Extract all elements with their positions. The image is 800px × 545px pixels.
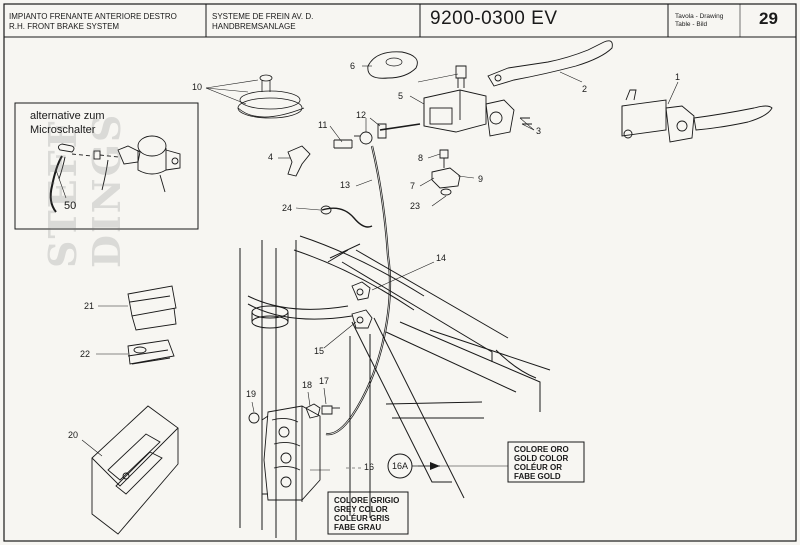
pad-kit-package-drawing: [91, 405, 179, 535]
brake-light-switch-drawing: [431, 149, 461, 196]
banjo-fitting-drawing: [287, 145, 311, 177]
callout-13: 13: [340, 180, 351, 190]
title-german: HANDBREMSANLAGE: [212, 22, 296, 31]
callout-1: 1: [675, 72, 681, 82]
callout-17: 17: [319, 376, 330, 386]
brake-caliper-drawing: [261, 405, 321, 502]
callout-22: 22: [80, 349, 91, 359]
leader-lines: [81, 65, 679, 457]
reservoir-cover-drawing: [367, 51, 418, 79]
grey-color-line4: FABE GRAU: [334, 523, 382, 532]
gold-color-line4: FABE GOLD: [514, 472, 561, 481]
gold-color-line2: GOLD COLOR: [514, 454, 569, 463]
grey-color-box: [327, 491, 409, 535]
title-italian: IMPIANTO FRENANTE ANTERIORE DESTRO: [9, 12, 177, 21]
callout-12: 12: [356, 110, 367, 120]
grey-color-line1: COLORE GRIGIO: [334, 496, 400, 505]
frame-tubes-drawing: [239, 235, 551, 540]
table-number: 29: [759, 9, 778, 28]
table-label-1: Tavola - Drawing: [675, 13, 724, 20]
inset-microswitch-drawing: [49, 135, 181, 213]
lever-assembly-alt-drawing: [621, 89, 773, 143]
bleeder-parts-drawing: [248, 403, 340, 424]
table-label-2: Table - Bild: [675, 21, 708, 28]
part-code: 9200-0300 EV: [430, 8, 558, 29]
callout-11: 11: [318, 120, 328, 130]
grey-color-line2: GREY COLOR: [334, 505, 388, 514]
title-french: SYSTEME DE FREIN AV. D.: [212, 12, 314, 21]
callout-4: 4: [268, 152, 274, 162]
callout-23: 23: [410, 201, 421, 211]
inset-callout-50: 50: [64, 200, 77, 212]
callout-18: 18: [302, 380, 313, 390]
inset-box: [14, 102, 199, 230]
callout-24: 24: [282, 203, 293, 213]
callout-14: 14: [436, 253, 447, 263]
title-english: R.H. FRONT BRAKE SYSTEM: [9, 22, 120, 31]
callout-16a: 16A: [392, 461, 409, 471]
callout-16: 16: [364, 462, 375, 472]
reservoir-parts-drawing: [237, 74, 305, 119]
watermark-line1: STEFF: [40, 119, 85, 268]
callout-10: 10: [192, 82, 203, 92]
callout-5: 5: [398, 91, 404, 101]
callout-19: 19: [246, 389, 257, 399]
gold-color-line3: COLÉUR OR: [514, 463, 562, 472]
inset-label-line2: Microschalter: [30, 124, 96, 136]
callout-20: 20: [68, 430, 79, 440]
callout-9: 9: [478, 174, 484, 184]
callout-2: 2: [582, 84, 588, 94]
inset-label-line1: alternative zum: [30, 110, 105, 122]
callout-8: 8: [418, 153, 424, 163]
master-cylinder-drawing: [333, 40, 613, 149]
inset-leader-50: [55, 169, 67, 199]
callout-6: 6: [350, 61, 356, 71]
hose-clip-drawing: [351, 281, 373, 329]
brake-pads-drawing: [127, 285, 177, 365]
switch-cable-drawing: [321, 207, 373, 228]
callout-7: 7: [410, 181, 416, 191]
gold-color-line1: COLORE ORO: [514, 445, 569, 454]
callout-21: 21: [84, 301, 95, 311]
sheet-border: [3, 3, 797, 542]
callout-15: 15: [314, 346, 325, 356]
grey-color-line3: COLÉUR GRIS: [334, 514, 390, 523]
gold-color-box: [507, 441, 585, 483]
callout-3: 3: [536, 126, 542, 136]
